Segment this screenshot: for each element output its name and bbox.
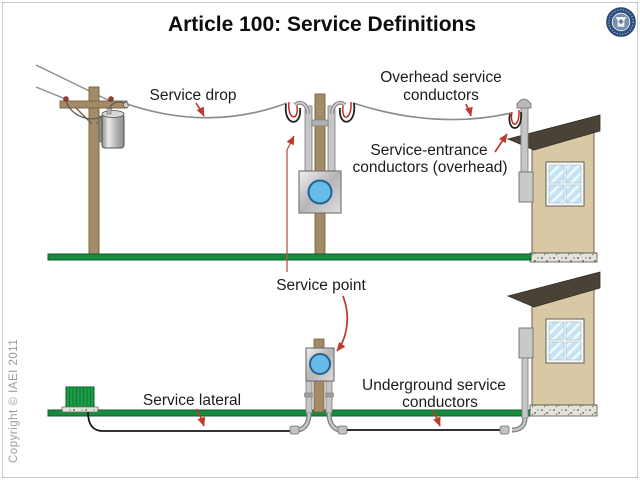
underground-conductors-label-line1: Underground service [362,377,506,394]
service-drop-arrow [195,102,205,117]
weatherhead-icon [516,98,532,109]
meter-pole [284,93,356,256]
overhead-conductors-label-line2: conductors [403,87,479,104]
house-roof [506,271,601,308]
page-title: Article 100: Service Definitions [168,13,476,36]
overhead-conductors-label-line1: Overhead service [380,69,501,86]
house-window [545,161,585,207]
ground-line-overhead [47,253,532,261]
underground-conductors-arrow [432,409,441,427]
house-underground [506,271,601,433]
service-drop-wire [126,102,288,119]
conduit-coupling [325,392,334,398]
service-point-arrow-underground [336,295,349,352]
insulator [108,96,114,102]
pole [313,380,325,413]
service-mast [520,101,529,177]
drip-loop-red [510,109,520,125]
service-entrance-label-line1: Service-entrance [370,142,487,159]
house-foundation [529,404,598,417]
service-drop-label: Service drop [149,87,236,104]
pole-transformer [65,100,129,149]
conduit-fitting [337,425,348,435]
drip-loop [284,103,301,123]
service-point-pointer-overhead [286,135,295,272]
overhead-service-conductor-wire [352,102,512,121]
service-entrance-label-line2: conductors (overhead) [352,159,507,176]
drip-loop-red [342,101,352,118]
concrete-pad [61,406,99,413]
house-window [545,318,585,364]
meter-dial [307,179,333,205]
copyright-text: Copyright © IAEI 2011 [8,339,20,463]
drip-loop [508,111,522,129]
overhead-service-diagram: Service drop Overhead service conductors… [35,64,601,263]
service-point-label: Service point [276,277,366,294]
padmount-transformer [61,386,99,413]
iaei-logo-icon [606,7,636,37]
underground-conductors-label-line2: conductors [402,394,478,411]
meter-dial [309,353,331,375]
riser-conduit [304,105,313,173]
conduit-fitting [499,425,510,435]
pole-clamp [311,119,329,127]
underground-service-diagram: Service lateral Underground service cond… [47,271,601,435]
house-overhead [506,98,601,263]
house-conduit [521,357,529,419]
service-lateral-arrow [196,408,206,427]
service-entrance-arrow [494,133,508,153]
house-foundation [529,252,598,263]
conduit-fitting [289,425,300,435]
conduit-coupling [304,392,313,398]
riser-conduit [327,105,336,173]
panel-box [518,171,534,203]
drip-loop [339,102,356,123]
service-lateral-cable [87,411,290,432]
service-lateral-label: Service lateral [143,392,241,409]
drip-loop-red [288,101,298,118]
transformer-lead-wire [108,101,126,110]
diamond-shape [618,19,624,25]
transformer-ridges [69,388,91,406]
panel-box [518,327,534,359]
overhead-conductors-arrow [465,103,473,117]
primary-wire [35,86,69,101]
insulator [63,96,69,102]
meter-pedestal [289,338,348,435]
